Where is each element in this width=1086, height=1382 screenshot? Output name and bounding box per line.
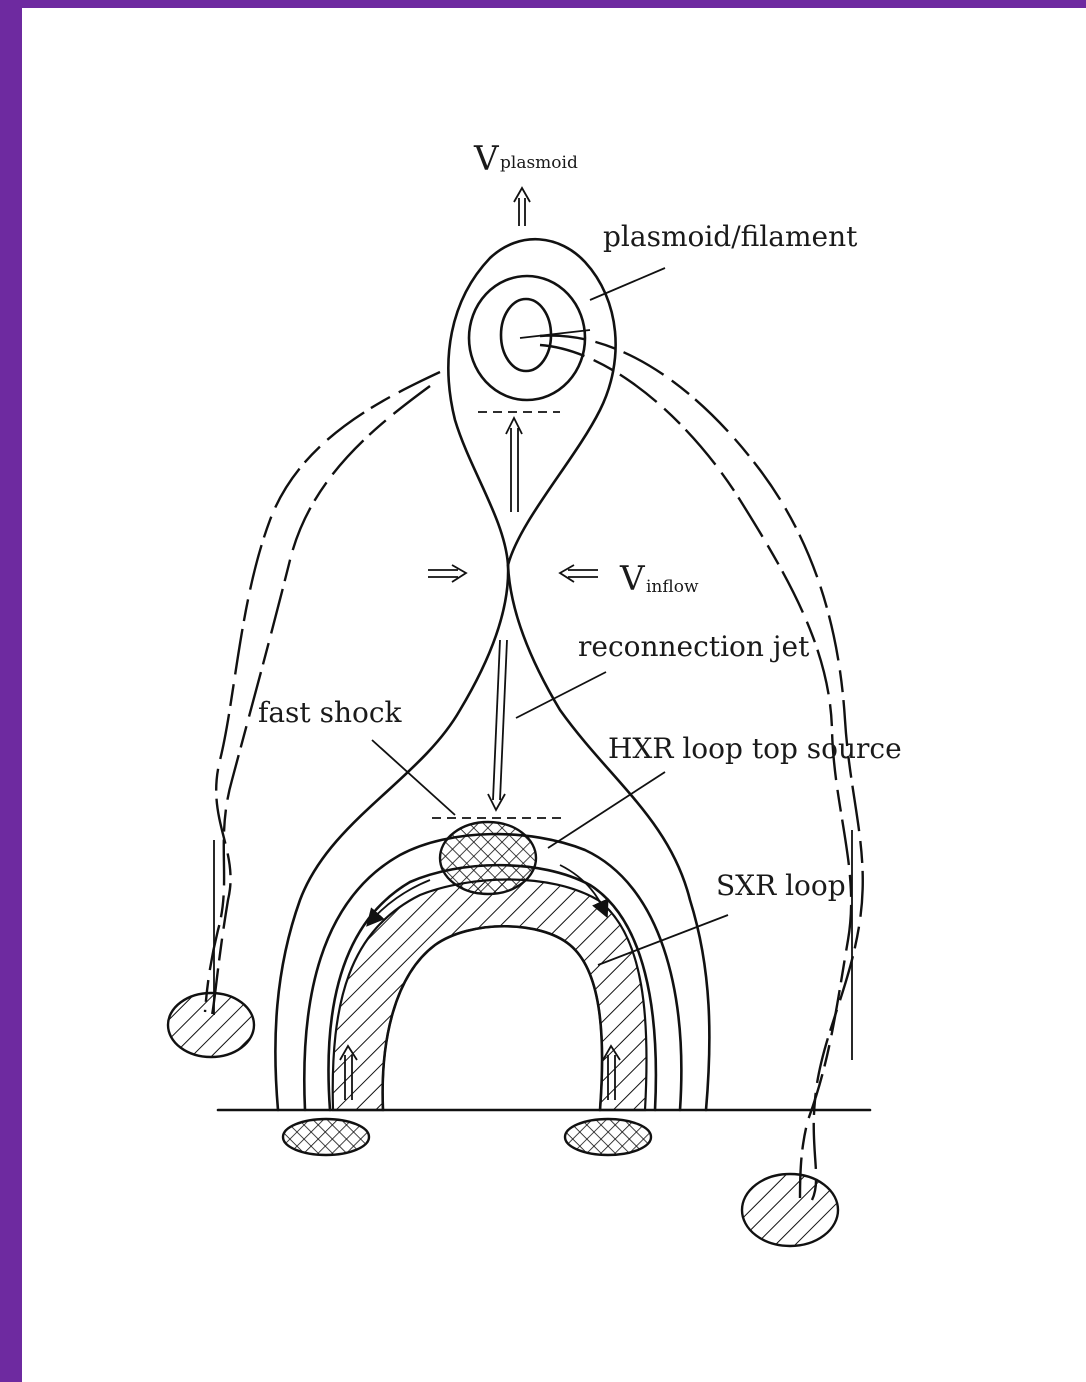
left-hxr-footpoint <box>283 1119 369 1155</box>
plasmoid-outer-loop <box>448 239 615 565</box>
left-filament-footpoint <box>168 993 254 1057</box>
upward-jet-arrow <box>506 418 522 512</box>
fast-shock-label: fast shock <box>258 696 403 729</box>
v-plasmoid-subscript: plasmoid <box>500 153 578 173</box>
sxr-loop-label: SXR loop <box>716 869 846 902</box>
right-twisted-field-lines <box>540 336 863 1200</box>
plasmoid-filament <box>448 239 615 565</box>
v-plasmoid-label: V <box>473 139 500 179</box>
reconnection-jet-label: reconnection jet <box>578 630 810 663</box>
hxr-loop-top-source <box>440 822 536 894</box>
downward-jet-arrow <box>488 640 507 810</box>
hxr-loop-top-source-label: HXR loop top source <box>608 732 902 765</box>
right-filament-footpoint <box>742 1174 838 1246</box>
plasmoid-filament-label: plasmoid/filament <box>603 220 858 253</box>
v-inflow-subscript: inflow <box>646 577 699 597</box>
right-hxr-footpoint <box>565 1119 651 1155</box>
plasmoid-velocity-arrow <box>514 188 530 226</box>
v-inflow-label: V <box>619 559 646 599</box>
left-inflow-arrow <box>428 565 466 582</box>
right-inflow-arrow <box>560 565 598 582</box>
sxr-loop-band <box>333 879 647 1110</box>
